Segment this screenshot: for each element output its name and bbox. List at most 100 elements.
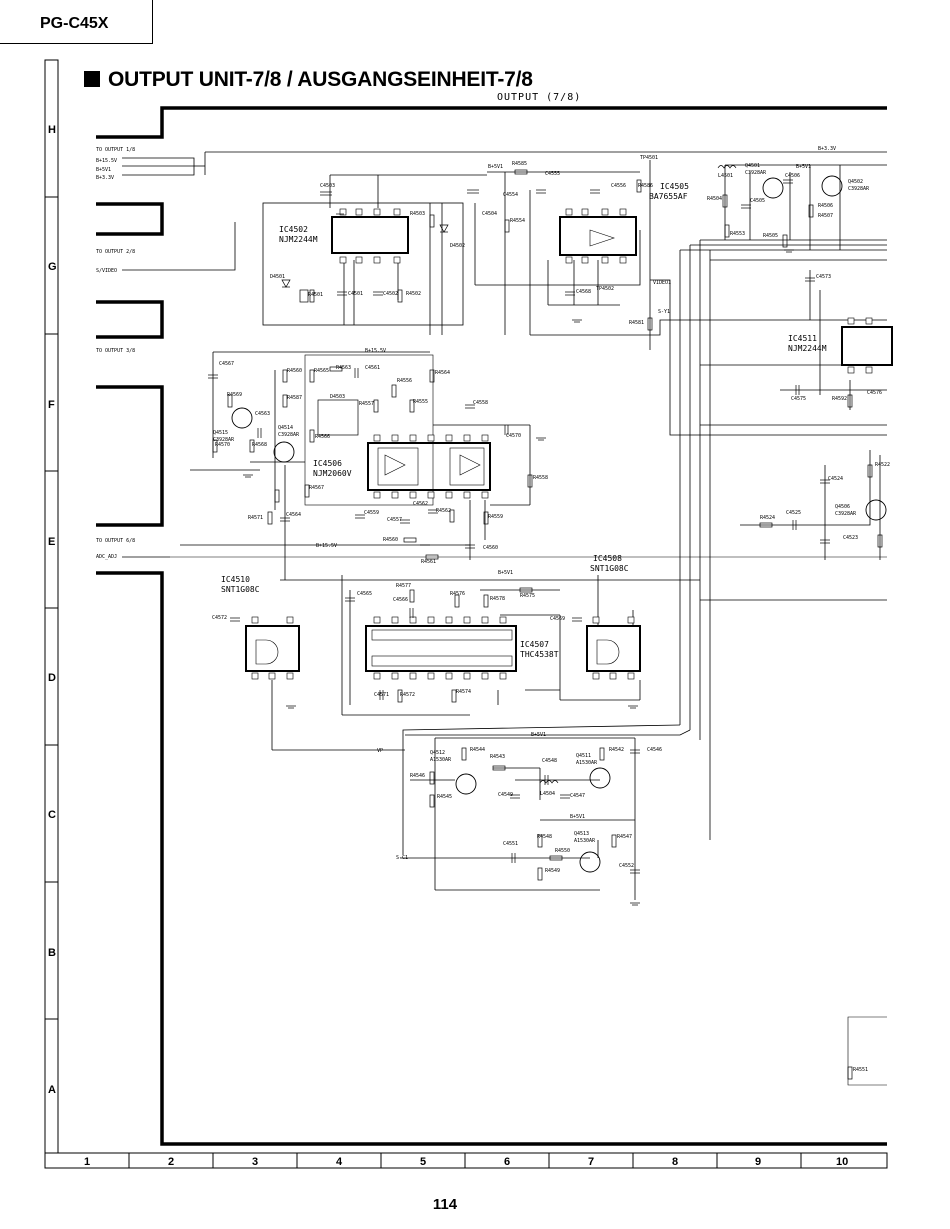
- ic-part: SNT1G08C: [221, 585, 260, 594]
- part-ref: R4566: [315, 434, 330, 440]
- net-label: VIDEO1: [653, 280, 671, 286]
- ic-ref: IC4511: [788, 334, 817, 343]
- part-ref: R4560: [383, 537, 398, 543]
- part-ref: R4557: [359, 401, 374, 407]
- part-ref: TP4502: [596, 286, 614, 292]
- ic-part: BA7655AF: [649, 192, 688, 201]
- column-label: 10: [836, 1156, 848, 1168]
- part-ref: C4566: [393, 597, 408, 603]
- transistor-ref: Q4514: [278, 425, 293, 431]
- row-label: C: [48, 809, 56, 821]
- part-ref: R4502: [406, 291, 421, 297]
- ic4510: IC4510 SNT1G08C: [221, 575, 260, 594]
- ic4511: IC4511 NJM2244M: [788, 334, 827, 353]
- part-ref: C4523: [843, 535, 858, 541]
- part-ref: C4505: [750, 198, 765, 204]
- net-label: B+3.3V: [818, 146, 836, 152]
- part-ref: C4568: [576, 289, 591, 295]
- transistor-ref: Q4511: [576, 753, 591, 759]
- part-ref: R4565: [314, 368, 329, 374]
- part-ref: R4562: [436, 508, 451, 514]
- part-ref: C4573: [816, 274, 831, 280]
- connector-pin: B+5V1: [96, 167, 111, 173]
- part-ref: R4542: [609, 747, 624, 753]
- row-label: F: [48, 399, 55, 411]
- wiring: [122, 151, 887, 1086]
- part-ref: R4556: [397, 378, 412, 384]
- part-ref: R4561: [421, 559, 436, 565]
- column-label: 5: [420, 1156, 426, 1168]
- part-ref: C4525: [786, 510, 801, 516]
- part-ref: R4567: [309, 485, 324, 491]
- part-ref: C4557: [387, 517, 402, 523]
- connector-pin: B+15.5V: [96, 158, 117, 164]
- transistor-ref: Q4502: [848, 179, 863, 185]
- part-ref: R4506: [818, 203, 833, 209]
- column-label: 1: [84, 1156, 90, 1168]
- connector-output-2: TO OUTPUT 2/8 S/VIDEO: [96, 249, 135, 274]
- net-label: S-Y1: [658, 309, 670, 315]
- connector-output-6: TO OUTPUT 6/8 ADC_ADJ: [96, 538, 135, 560]
- connector-title: TO OUTPUT 2/8: [96, 249, 135, 255]
- part-ref: C4563: [255, 411, 270, 417]
- row-label: E: [48, 536, 55, 548]
- part-ref: D4503: [330, 394, 345, 400]
- connector-title: TO OUTPUT 3/8: [96, 348, 135, 354]
- passive-components: [208, 165, 883, 1080]
- connector-pin: B+3.3V: [96, 175, 114, 181]
- part-ref: R4554: [510, 218, 525, 224]
- part-ref: R4553: [730, 231, 745, 237]
- part-ref: R4568: [252, 442, 267, 448]
- model-label: PG-C45X: [40, 15, 109, 32]
- part-ref: TP4501: [640, 155, 658, 161]
- part-ref: R4550: [555, 848, 570, 854]
- part-ref: C4552: [619, 863, 634, 869]
- column-label: 4: [336, 1156, 343, 1168]
- part-ref: R4586: [638, 183, 653, 189]
- net-labels: B+5V1 B+3.3V B+5V1 B+15.5V B+15.5V B+5V1…: [316, 146, 836, 861]
- part-ref: C4555: [545, 171, 560, 177]
- part-ref: C4554: [503, 192, 518, 198]
- grid-row-labels: H G F E D C B A: [48, 124, 57, 1096]
- part-ref: L4501: [718, 173, 733, 179]
- part-ref: C4562: [413, 501, 428, 507]
- ic-inner: [255, 229, 620, 667]
- part-ref: C4565: [357, 591, 372, 597]
- connector-pin: ADC_ADJ: [96, 554, 117, 560]
- part-ref: C4570: [506, 433, 521, 439]
- transistor-part: C3928AR: [278, 432, 300, 438]
- part-ref: R4543: [490, 754, 505, 760]
- ic4505: IC4505 BA7655AF: [649, 182, 689, 201]
- part-ref: C4576: [867, 390, 882, 396]
- transistor-ref: Q4506: [835, 504, 850, 510]
- part-ref: R4581: [629, 320, 644, 326]
- ground-symbols: [243, 213, 794, 906]
- column-label: 7: [588, 1156, 594, 1168]
- part-ref: R4570: [215, 442, 230, 448]
- transistor-part: A1530AR: [430, 757, 452, 763]
- ic4507: IC4507 THC4538T: [520, 640, 559, 659]
- part-ref: R4560: [287, 368, 302, 374]
- part-ref: C4524: [828, 476, 843, 482]
- part-ref: R4563: [336, 365, 351, 371]
- connector-pin: S/VIDEO: [96, 268, 117, 274]
- part-ref: R4564: [435, 370, 450, 376]
- column-label: 9: [755, 1156, 761, 1168]
- connector-output-1: TO OUTPUT 1/8 B+15.5V B+5V1 B+3.3V: [96, 147, 135, 181]
- part-ref: C4571: [374, 692, 389, 698]
- part-ref: R4558: [533, 475, 548, 481]
- part-ref: C4558: [473, 400, 488, 406]
- transistor-part: A1530AR: [576, 760, 598, 766]
- part-ref: C4548: [542, 758, 557, 764]
- part-ref: C4572: [212, 615, 227, 621]
- net-label: B+15.5V: [316, 543, 337, 549]
- part-ref: C4501: [348, 291, 363, 297]
- part-ref: R4578: [490, 596, 505, 602]
- ic-part: NJM2244M: [788, 344, 827, 353]
- part-ref: R4522: [875, 462, 890, 468]
- board-outline: [96, 106, 887, 1146]
- model-tab: PG-C45X: [0, 0, 153, 44]
- part-ref: R4544: [470, 747, 485, 753]
- grid-frame: [44, 59, 888, 1169]
- part-ref: R4559: [488, 514, 503, 520]
